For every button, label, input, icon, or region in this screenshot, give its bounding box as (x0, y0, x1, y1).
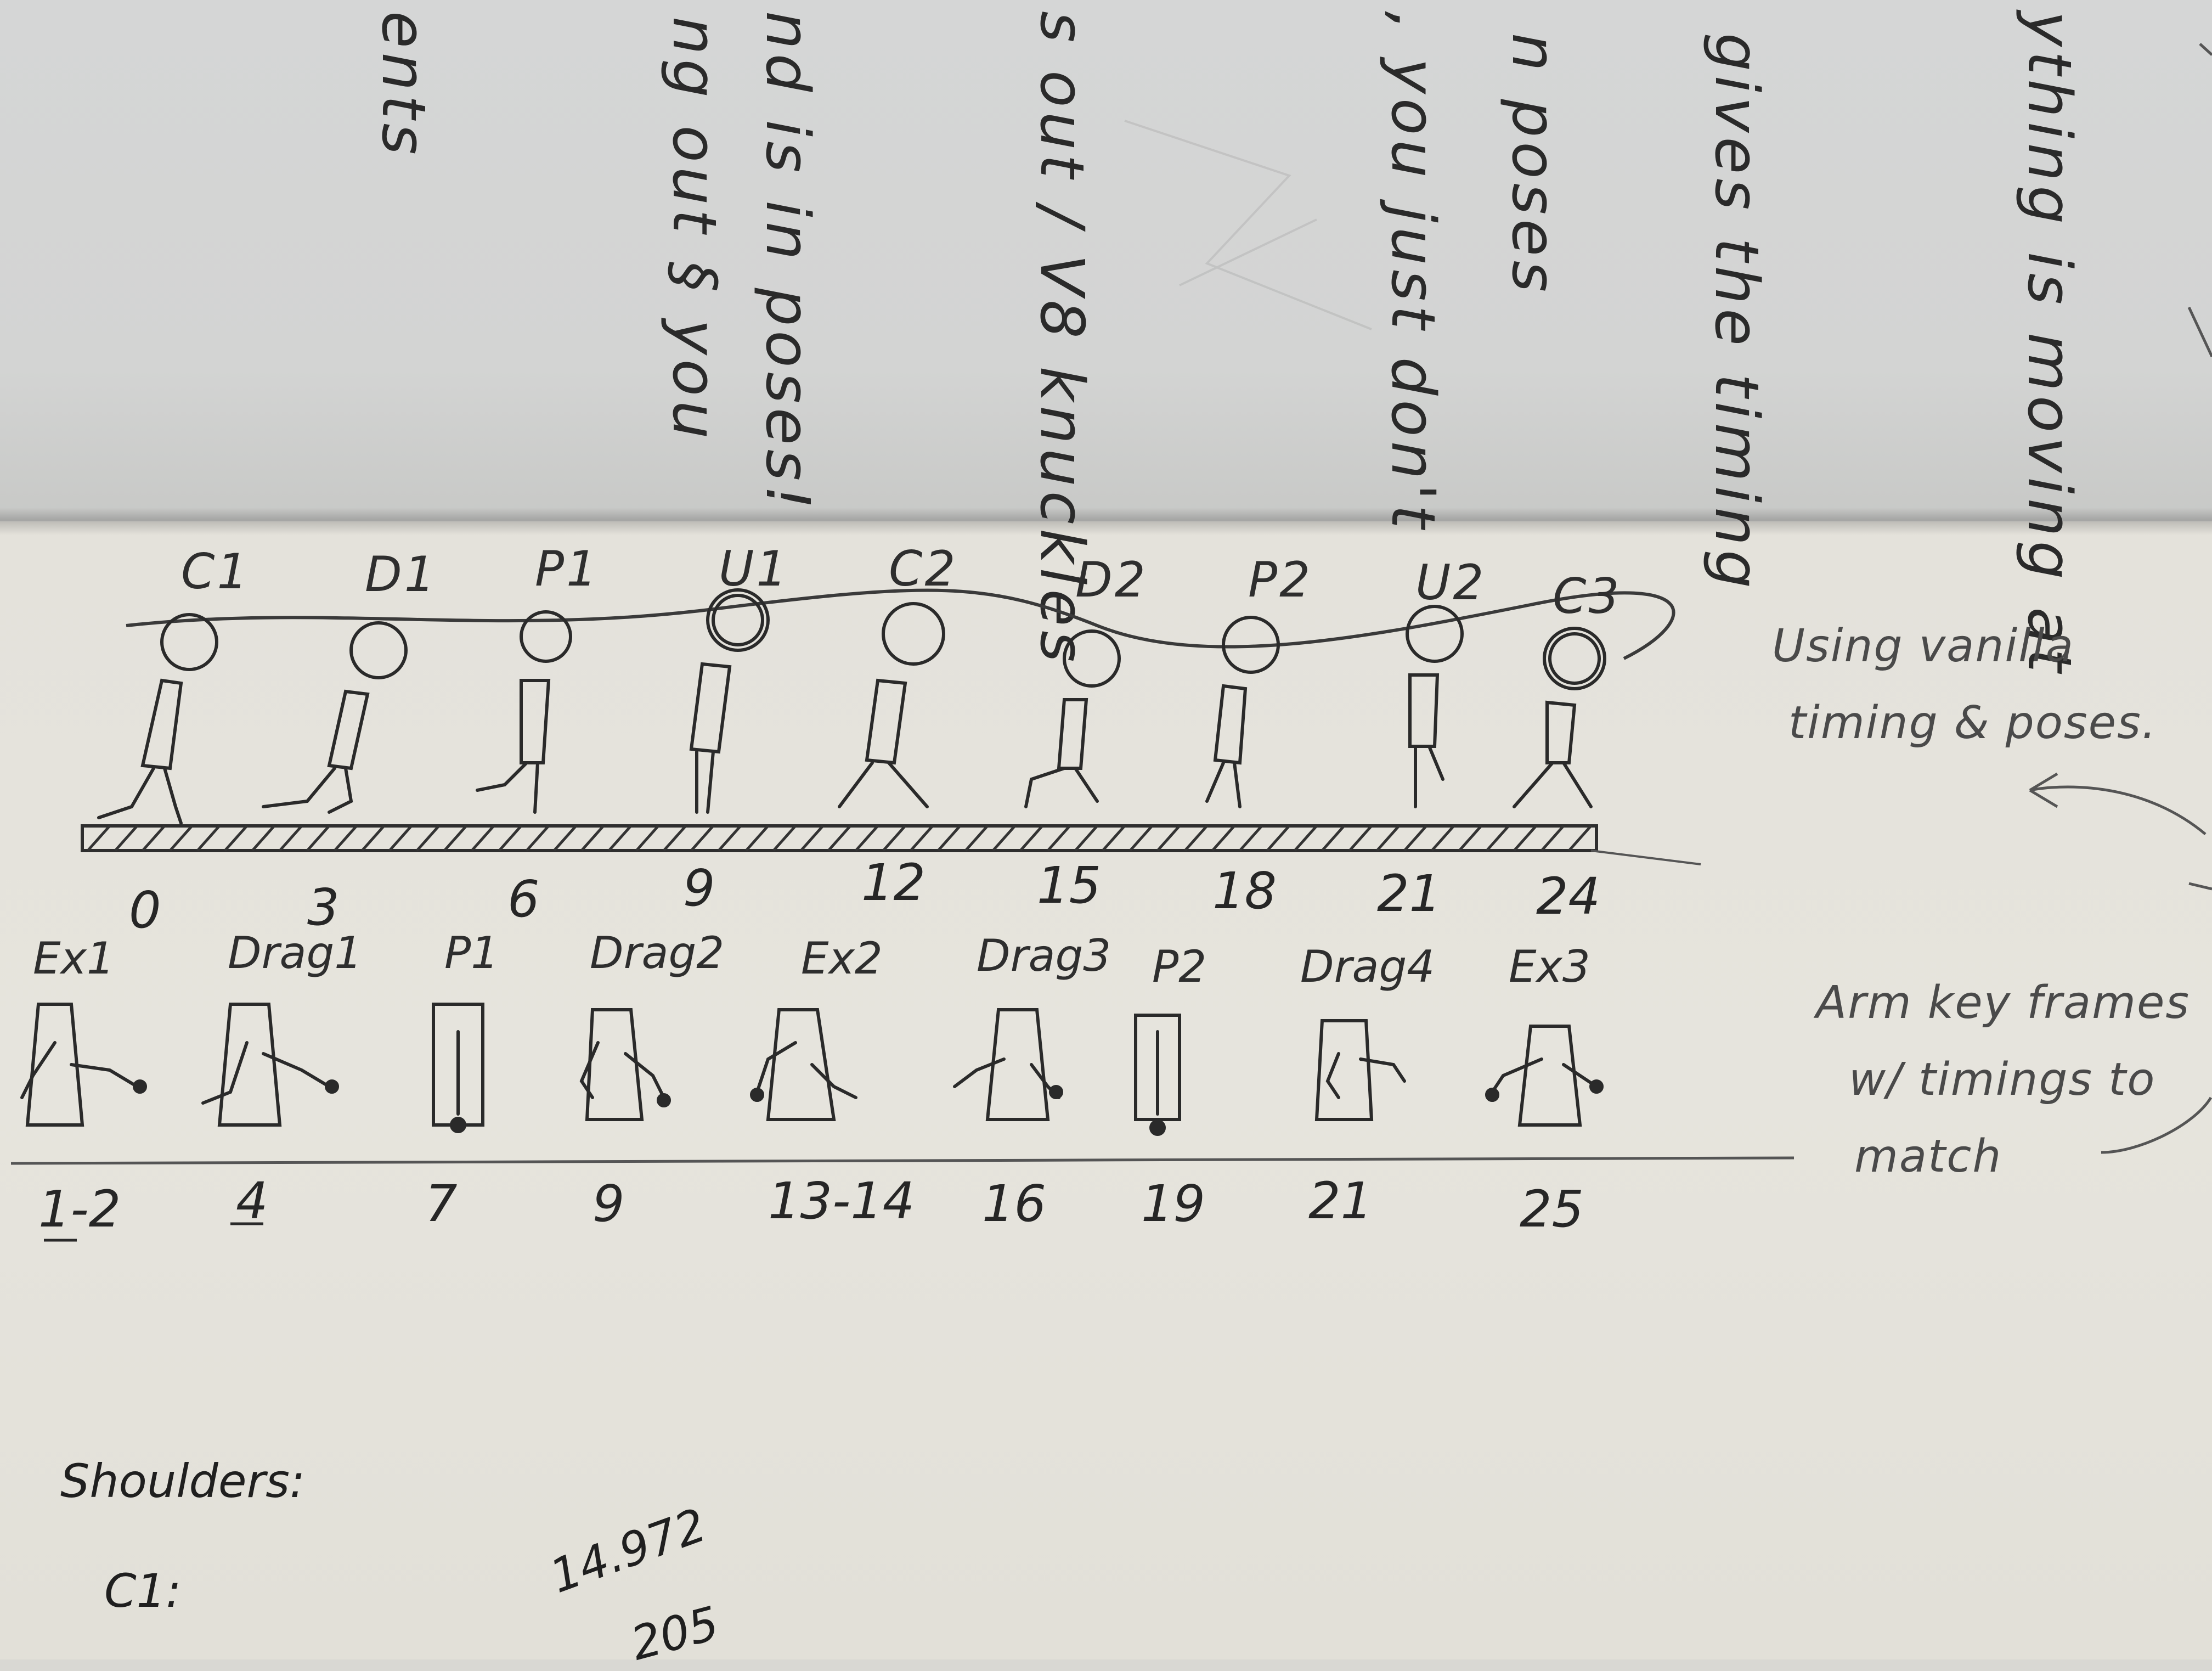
arm-frame-number: 9 (592, 1174, 625, 1233)
vanilla-note-line-1: Using vanilla (1772, 620, 2074, 672)
arm-figure-p2 (1134, 1014, 1181, 1136)
vanilla-note-line-2: timing & poses. (1788, 697, 2157, 749)
pose-label: U1 (719, 541, 789, 597)
arm-frame-number: 21 (1308, 1172, 1373, 1230)
arm-key-label: Ex3 (1509, 941, 1590, 992)
arm-figure-ex1 (20, 1003, 147, 1127)
arm-note-line-1: Arm key frames (1816, 977, 2191, 1029)
walk-figure-p1 (476, 610, 572, 814)
ground-strip (81, 824, 1701, 865)
walk-frame-number: 15 (1037, 856, 1102, 915)
arm-baseline (10, 1156, 1795, 1165)
walk-frame-number: 12 (861, 853, 926, 912)
pose-label: U2 (1415, 554, 1486, 611)
head-bounce-arc (126, 588, 1675, 660)
arm-key-label: P2 (1152, 941, 1207, 992)
pose-label: C2 (889, 541, 958, 597)
arm-figure-drag4 (1314, 1019, 1406, 1121)
arm-frame-number: 7 (425, 1174, 458, 1233)
arm-frame-number: 19 (1141, 1174, 1206, 1233)
arrow-from-arm-note (2101, 1096, 2212, 1154)
arm-key-label: Ex1 (33, 933, 115, 984)
arm-figure-ex3 (1485, 1025, 1604, 1127)
arm-note-line-3: match (1854, 1130, 2002, 1183)
walk-figure-u1 (689, 588, 770, 814)
arm-key-label: P1 (444, 927, 499, 978)
arm-figure-drag1 (201, 1003, 339, 1127)
pose-label: D2 (1075, 552, 1148, 608)
walk-frame-number: 0 (129, 881, 161, 939)
pose-label: C1 (181, 543, 250, 600)
walk-figure-c3 (1513, 627, 1606, 808)
arm-frame-number: 25 (1520, 1180, 1584, 1239)
arm-figure-drag3 (953, 1008, 1063, 1121)
pose-label: C3 (1553, 568, 1622, 624)
arm-key-label: Drag1 (228, 927, 363, 978)
arm-frame-number: 4 (236, 1172, 268, 1230)
walk-figure-c1 (97, 613, 218, 825)
arm-note-line-2: w/ timings to (1849, 1054, 2156, 1106)
arm-figure-p1 (432, 1003, 484, 1133)
notebook-bottom-page (0, 521, 2212, 1659)
arm-key-label: Drag3 (977, 930, 1111, 981)
walk-frame-number: 6 (507, 870, 540, 929)
shoulders-heading: Shoulders: (60, 1454, 306, 1508)
arrow-to-vanilla-note (2029, 772, 2207, 835)
notebook-top-page (0, 0, 2212, 527)
arm-frame-number: 1-2 (38, 1180, 121, 1239)
walk-frame-number: 18 (1212, 862, 1277, 920)
shoulders-c1-label: C1: (104, 1564, 182, 1618)
walk-figure-d1 (262, 621, 408, 814)
walk-frame-number: 3 (307, 878, 340, 937)
arm-key-figures (20, 1003, 1604, 1136)
walk-figure-d2 (1024, 629, 1121, 808)
walk-cycle-figures (97, 588, 1606, 825)
arm-key-label: Ex2 (801, 933, 883, 984)
pose-label: P1 (535, 541, 600, 597)
walk-frame-number: 9 (683, 859, 715, 918)
arm-figure-ex2 (750, 1008, 857, 1121)
walk-figure-c2 (838, 602, 945, 808)
walk-figure-p2 (1205, 616, 1280, 808)
arm-figure-drag2 (579, 1008, 671, 1121)
arm-key-label: Drag4 (1300, 941, 1435, 992)
arm-key-label: Drag2 (590, 927, 725, 978)
page-fold-shadow (0, 508, 2212, 535)
walk-figure-u2 (1406, 605, 1464, 808)
arm-frame-number: 13-14 (768, 1172, 915, 1230)
walk-frame-number: 21 (1377, 864, 1442, 923)
pose-label: D1 (365, 546, 437, 603)
arm-frame-number: 16 (982, 1174, 1047, 1233)
pose-label: P2 (1248, 552, 1313, 608)
walk-frame-number: 24 (1536, 867, 1601, 926)
